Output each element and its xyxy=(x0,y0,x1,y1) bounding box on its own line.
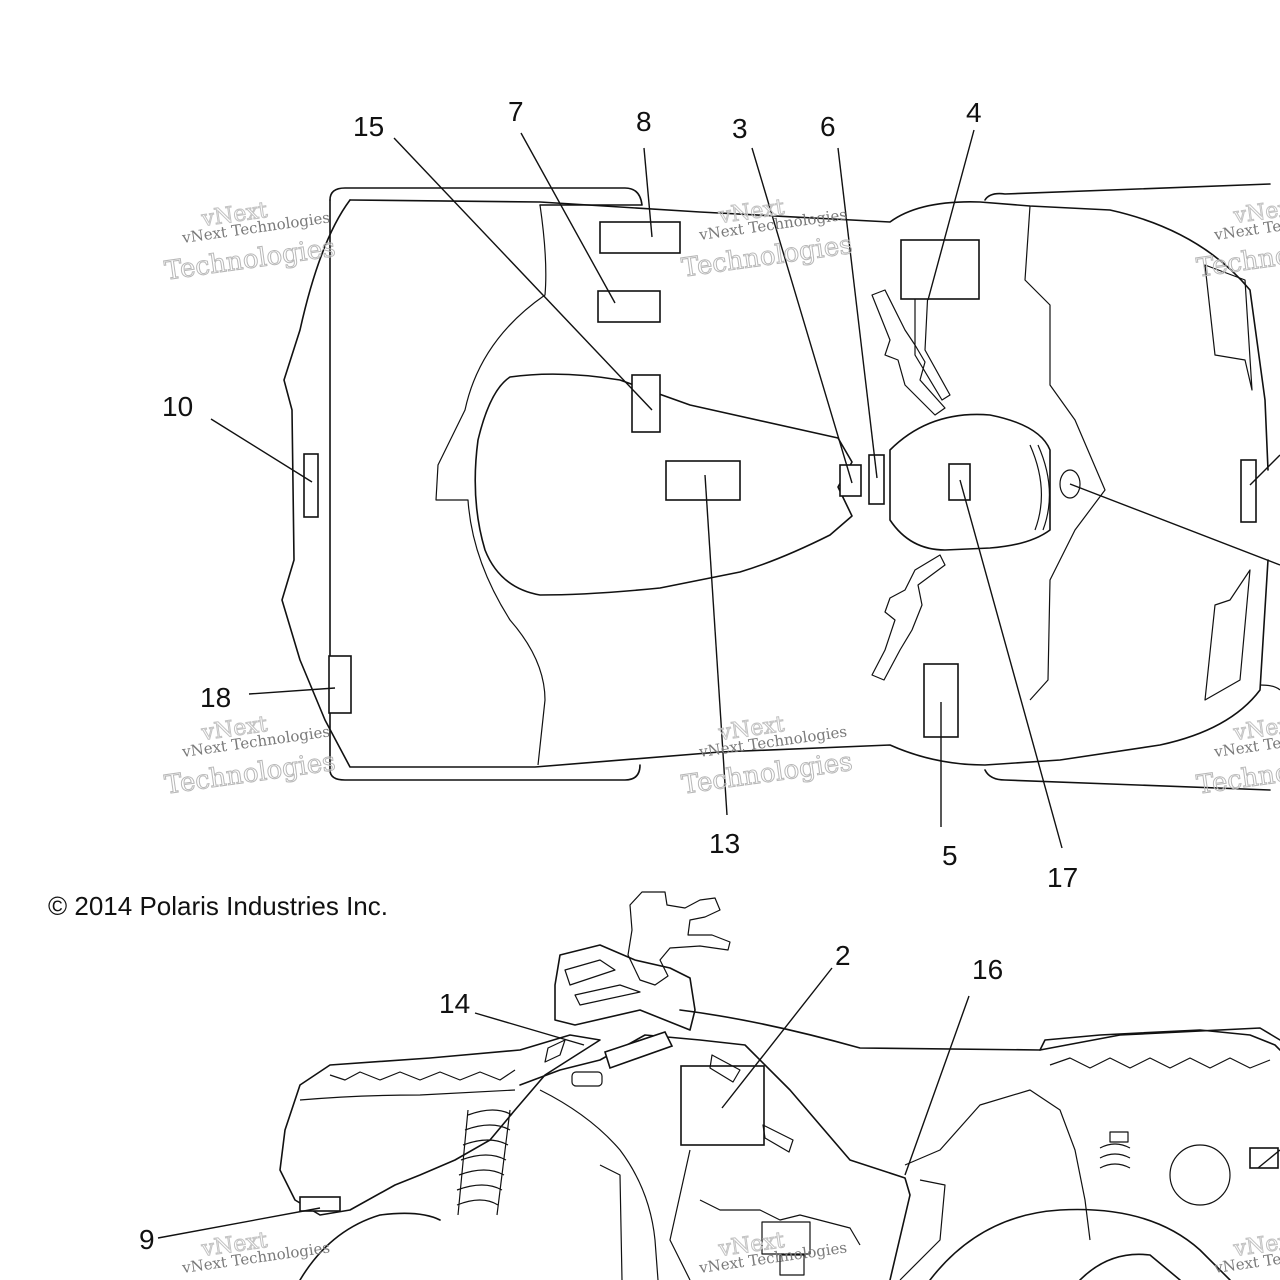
callout-labels: 15 7 8 3 6 4 10 18 13 5 17 2 16 14 9 xyxy=(139,96,1078,1255)
decal-18 xyxy=(328,655,352,714)
callout-13: 13 xyxy=(709,828,740,859)
callout-10: 10 xyxy=(162,391,193,422)
atv-side-view xyxy=(157,891,1280,1280)
callout-7: 7 xyxy=(508,96,524,127)
decal-rear-side xyxy=(1249,1147,1279,1169)
callout-17: 17 xyxy=(1047,862,1078,893)
watermark-1: vNext Technologies vNext Technologies xyxy=(162,198,338,288)
watermark-9: vNext Technologies vNext xyxy=(1212,1228,1280,1278)
decal-6 xyxy=(868,454,885,505)
decal-9 xyxy=(299,1196,341,1212)
watermark-5: vNext Technologies vNext Technologies xyxy=(679,712,855,802)
decal-2 xyxy=(680,1065,765,1146)
callout-3: 3 xyxy=(732,113,748,144)
callout-4: 4 xyxy=(966,97,982,128)
front-shock xyxy=(456,1109,513,1216)
decal-7 xyxy=(597,290,661,323)
decal-8 xyxy=(599,221,681,254)
callout-16: 16 xyxy=(972,954,1003,985)
callout-2: 2 xyxy=(835,940,851,971)
decal-17 xyxy=(948,463,971,501)
watermark-3: vNext Technologies vNext Technologies xyxy=(1194,195,1280,285)
callout-18: 18 xyxy=(200,682,231,713)
decal-right xyxy=(1240,459,1257,523)
callout-8: 8 xyxy=(636,106,652,137)
decal-3 xyxy=(839,464,862,497)
decal-4 xyxy=(900,239,980,300)
watermark-4: vNext Technologies vNext Technologies xyxy=(162,712,338,802)
watermark-8: vNext Technologies vNext xyxy=(697,1228,848,1278)
atv-top-view xyxy=(210,129,1280,849)
decal-13 xyxy=(665,460,741,501)
decal-10 xyxy=(303,453,319,518)
decal-14 xyxy=(604,1031,674,1070)
callout-5: 5 xyxy=(942,840,958,871)
copyright-notice: © 2014 Polaris Industries Inc. xyxy=(48,891,388,921)
callout-6: 6 xyxy=(820,111,836,142)
callout-14: 14 xyxy=(439,988,470,1019)
callout-15: 15 xyxy=(353,111,384,142)
watermark-6: vNext Technologies vNext Technologies xyxy=(1194,712,1280,802)
watermark-2: vNext Technologies vNext Technologies xyxy=(679,195,855,285)
callout-9: 9 xyxy=(139,1224,155,1255)
